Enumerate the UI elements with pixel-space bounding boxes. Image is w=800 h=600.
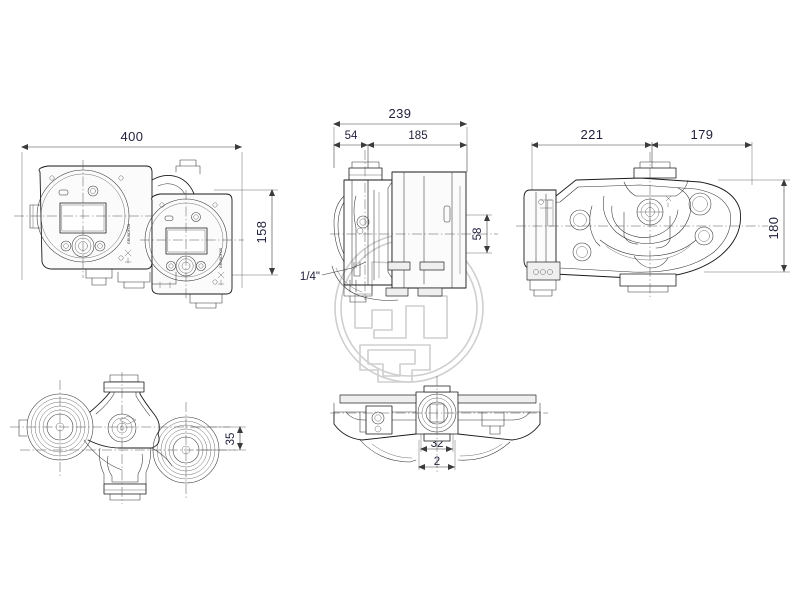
dimension-158-label: 158 [254, 221, 269, 244]
twin-pump-front-body: GRUNDFOS [14, 159, 244, 309]
dimension-quarter-inch: 1/4" [300, 261, 367, 283]
dimension-54-label: 54 [345, 130, 358, 142]
dimension-180: 180 [704, 179, 790, 273]
twin-pump-top-body [10, 372, 236, 504]
dimension-179: 179 [651, 127, 753, 185]
dimension-180-label: 180 [766, 217, 781, 240]
nameplate-right: GRUNDFOS [219, 247, 223, 268]
dimension-185-label: 185 [408, 130, 427, 142]
dimension-221-label: 221 [581, 127, 604, 142]
dimension-221: 221 [531, 127, 653, 200]
bottom-middle-view: 32 2 [330, 376, 548, 474]
dimension-400-label: 400 [121, 129, 144, 144]
dimension-quarter-inch-label: 1/4" [300, 271, 320, 283]
dimension-35: 35 [190, 426, 246, 451]
top-right-view: 221 179 180 [516, 127, 790, 300]
pump-side-body [330, 150, 498, 303]
top-middle-view: 239 54 185 58 1/4" [300, 106, 498, 303]
bottom-left-view: 35 [10, 372, 246, 504]
dimension-35-label: 35 [225, 433, 237, 446]
pump-rear-body [516, 152, 768, 300]
dimension-239-label: 239 [389, 106, 412, 121]
top-left-view: 400 158 [14, 129, 278, 309]
dimension-179-label: 179 [691, 127, 714, 142]
pump-bottom-body [330, 376, 548, 474]
dimension-158: 158 [214, 189, 278, 276]
nameplate-left: GRUNDFOS [127, 223, 131, 244]
